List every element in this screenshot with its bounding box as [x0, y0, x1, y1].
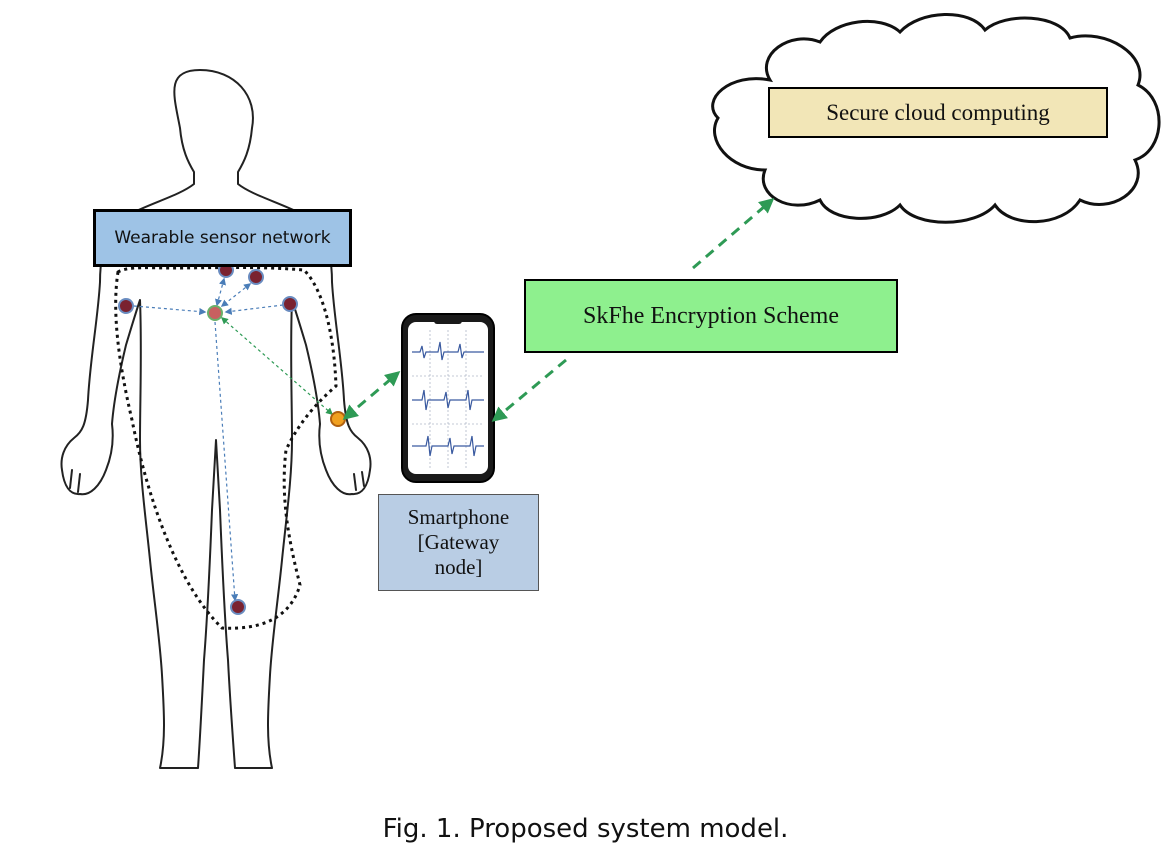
sensor-node: [230, 599, 246, 615]
encryption-cloud-link: [692, 198, 775, 270]
secure-cloud-computing-text: Secure cloud computing: [826, 99, 1050, 125]
figure-caption: Fig. 1. Proposed system model.: [382, 814, 789, 844]
wearable-sensor-network-text: Wearable sensor network: [114, 228, 331, 248]
smartphone-gateway-label: Smartphone [Gateway node]: [378, 494, 539, 591]
sensor-node: [248, 269, 264, 285]
phone-encryption-link: [491, 358, 567, 422]
hub-wrist-link: [220, 317, 334, 415]
secure-cloud-computing-label: Secure cloud computing: [768, 87, 1108, 138]
sensor-links: [133, 277, 284, 602]
sensor-hub-node: [207, 305, 223, 321]
communication-links: [342, 198, 775, 422]
wearable-sensor-network-label: Wearable sensor network: [93, 209, 352, 267]
sensor-nodes: [118, 262, 346, 615]
smartphone-device: [401, 313, 495, 483]
sensor-network-boundary: [114, 266, 338, 630]
skfhe-encryption-scheme-label: SkFhe Encryption Scheme: [524, 279, 898, 353]
human-body-outline: [60, 69, 372, 769]
skfhe-encryption-scheme-text: SkFhe Encryption Scheme: [583, 302, 839, 329]
wrist-sensor-node: [330, 411, 346, 427]
sensor-node: [282, 296, 298, 312]
sensor-node: [118, 298, 134, 314]
wrist-phone-link: [342, 371, 401, 420]
smartphone-gateway-text: Smartphone [Gateway node]: [407, 504, 510, 580]
